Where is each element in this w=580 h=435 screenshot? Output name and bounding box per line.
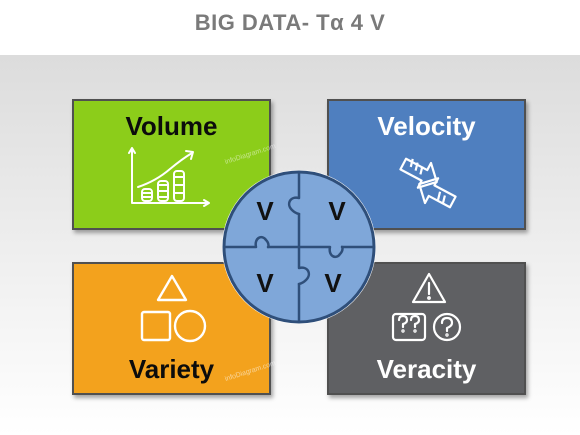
double-arrow-icon [399,157,457,209]
puzzle-seam-vertical [287,172,311,322]
tile-veracity-label: Veracity [376,354,477,384]
puzzle-piece-top-left: V [256,196,274,226]
bar-chart-growth-icon [128,147,210,207]
puzzle-piece-bottom-left: V [256,268,274,298]
tile-variety-label: Variety [128,354,215,384]
puzzle-circle: V V V V [222,170,376,324]
warning-question-icon [391,272,462,342]
puzzle-seam-horizontal [224,235,374,259]
puzzle-piece-top-right: V [328,196,346,226]
tile-velocity-label: Velocity [377,111,476,141]
shapes-icon [140,274,207,343]
tile-volume-label: Volume [125,111,218,141]
tile-variety: Variety infoDiagram.com [72,262,277,395]
diagram-title: BIG DATA- Tα 4 V [194,10,386,35]
puzzle-piece-bottom-right: V [324,268,342,298]
watermark: infoDiagram.com [224,142,277,167]
